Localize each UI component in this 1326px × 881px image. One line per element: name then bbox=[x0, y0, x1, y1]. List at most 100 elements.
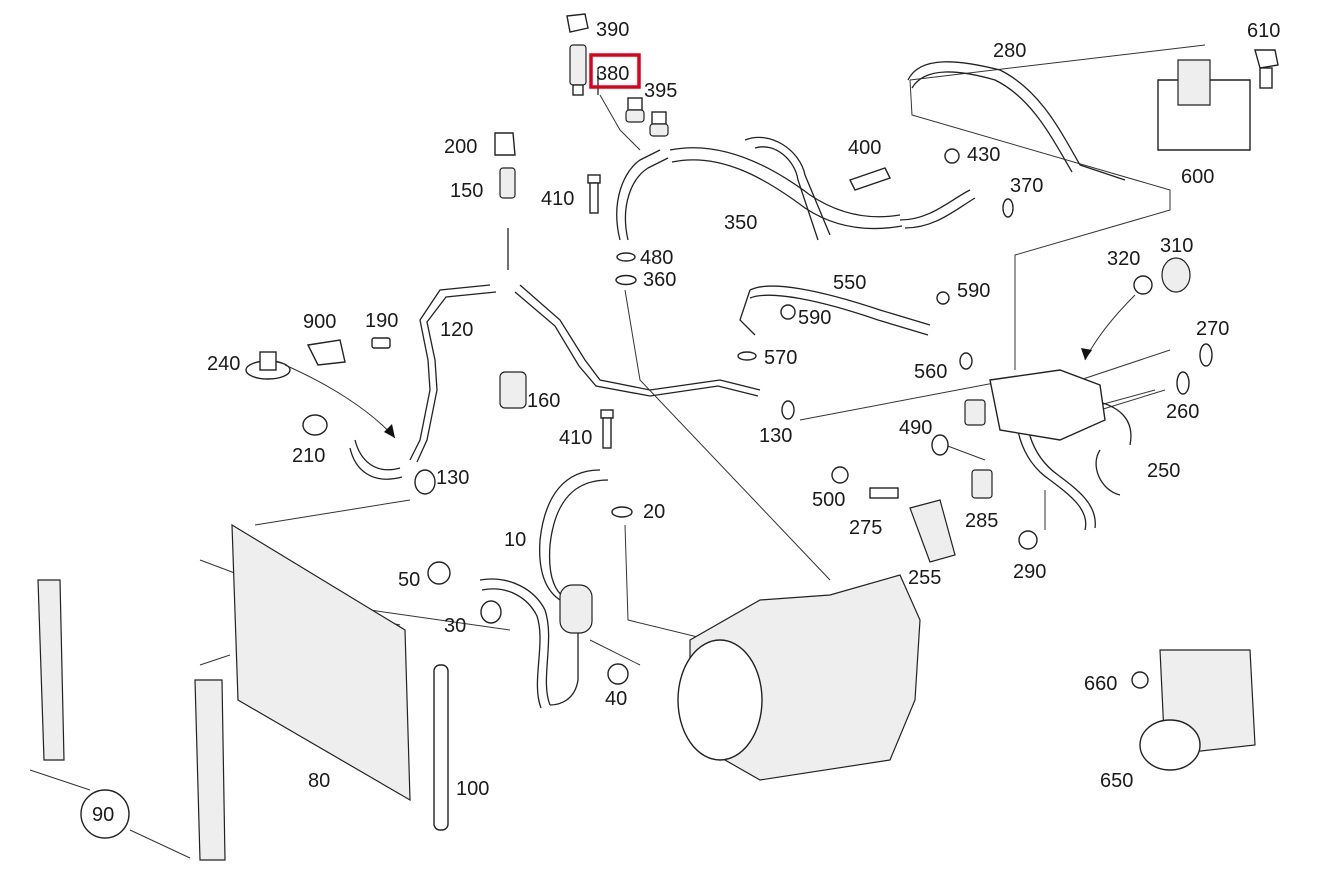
part-270-oring bbox=[1199, 343, 1213, 367]
label-590-right[interactable]: 590 bbox=[957, 280, 990, 302]
label-150[interactable]: 150 bbox=[450, 180, 483, 202]
part-190-sensor bbox=[371, 337, 391, 349]
part-560-oring bbox=[959, 352, 973, 370]
label-480[interactable]: 480 bbox=[640, 247, 673, 269]
label-410-top[interactable]: 410 bbox=[541, 188, 574, 210]
label-390[interactable]: 390 bbox=[596, 19, 629, 41]
part-410-bolt-b-shank bbox=[602, 417, 612, 449]
label-290[interactable]: 290 bbox=[1013, 561, 1046, 583]
part-390-cap bbox=[566, 13, 589, 33]
label-250[interactable]: 250 bbox=[1147, 460, 1180, 482]
label-10[interactable]: 10 bbox=[504, 529, 526, 551]
part-labels: 390 380 395 200 150 410 480 360 350 400 … bbox=[92, 19, 1280, 826]
label-255[interactable]: 255 bbox=[908, 567, 941, 589]
label-90[interactable]: 90 bbox=[92, 804, 114, 826]
part-395-sensor bbox=[627, 97, 643, 111]
label-270[interactable]: 270 bbox=[1196, 318, 1229, 340]
part-160-clip bbox=[499, 371, 527, 409]
label-570[interactable]: 570 bbox=[764, 347, 797, 369]
label-20[interactable]: 20 bbox=[643, 501, 665, 523]
label-400[interactable]: 400 bbox=[848, 137, 881, 159]
part-100-cartridge bbox=[433, 664, 449, 831]
label-120[interactable]: 120 bbox=[440, 319, 473, 341]
part-500-nut bbox=[831, 466, 849, 484]
part-240-plug-stem bbox=[259, 351, 277, 371]
label-410-bottom[interactable]: 410 bbox=[559, 427, 592, 449]
part-290-nut bbox=[1018, 530, 1038, 550]
label-160[interactable]: 160 bbox=[527, 390, 560, 412]
part-200-cap bbox=[494, 132, 516, 156]
label-50[interactable]: 50 bbox=[398, 569, 420, 591]
part-560-valve bbox=[964, 399, 986, 426]
part-395-sensor-b bbox=[651, 111, 667, 125]
part-30-oring bbox=[480, 600, 502, 624]
label-275[interactable]: 275 bbox=[849, 517, 882, 539]
label-350[interactable]: 350 bbox=[724, 212, 757, 234]
label-650[interactable]: 650 bbox=[1100, 770, 1133, 792]
part-590-nut-a bbox=[936, 291, 950, 305]
label-380[interactable]: 380 bbox=[596, 63, 629, 85]
arrows bbox=[284, 294, 1136, 439]
part-610-bolt bbox=[1254, 49, 1279, 69]
part-20-oring bbox=[611, 506, 633, 518]
label-210[interactable]: 210 bbox=[292, 445, 325, 467]
highlight-box-380 bbox=[589, 53, 641, 89]
label-80[interactable]: 80 bbox=[308, 770, 330, 792]
label-90-circle bbox=[80, 789, 130, 839]
part-360-oring bbox=[615, 274, 637, 286]
label-100[interactable]: 100 bbox=[456, 778, 489, 800]
part-80-condenser bbox=[231, 523, 411, 802]
part-90-bracket-a bbox=[37, 579, 65, 761]
label-360[interactable]: 360 bbox=[643, 269, 676, 291]
part-410-bolt-b-head bbox=[600, 409, 614, 419]
part-590-nut-b bbox=[780, 304, 796, 320]
label-660[interactable]: 660 bbox=[1084, 673, 1117, 695]
part-660-nut bbox=[1131, 671, 1149, 689]
part-130-oring-b bbox=[414, 469, 436, 495]
parts bbox=[37, 13, 1279, 861]
part-490-oring bbox=[931, 434, 949, 456]
label-200[interactable]: 200 bbox=[444, 136, 477, 158]
label-260[interactable]: 260 bbox=[1166, 401, 1199, 423]
part-275-stud bbox=[869, 487, 899, 499]
label-30[interactable]: 30 bbox=[444, 615, 466, 637]
part-320-disc bbox=[1133, 275, 1153, 295]
label-280[interactable]: 280 bbox=[993, 40, 1026, 62]
hoses bbox=[349, 61, 1132, 709]
label-550[interactable]: 550 bbox=[833, 272, 866, 294]
label-430[interactable]: 430 bbox=[967, 144, 1000, 166]
label-370[interactable]: 370 bbox=[1010, 175, 1043, 197]
label-490[interactable]: 490 bbox=[899, 417, 932, 439]
part-285-clip bbox=[971, 469, 993, 499]
part-650-valve-port bbox=[1139, 719, 1201, 771]
part-480-oring bbox=[616, 252, 636, 262]
label-900[interactable]: 900 bbox=[303, 311, 336, 333]
label-285[interactable]: 285 bbox=[965, 510, 998, 532]
label-590-left[interactable]: 590 bbox=[798, 307, 831, 329]
part-260-oring bbox=[1176, 371, 1190, 395]
label-500[interactable]: 500 bbox=[812, 489, 845, 511]
part-410-bolt-shank bbox=[589, 182, 599, 214]
label-310[interactable]: 310 bbox=[1160, 235, 1193, 257]
part-310-cap bbox=[1161, 257, 1191, 293]
part-210-bushing bbox=[302, 414, 328, 436]
part-400-bolt bbox=[849, 167, 891, 191]
label-395[interactable]: 395 bbox=[644, 80, 677, 102]
part-410-bolt-head bbox=[587, 174, 601, 184]
part-250-block bbox=[989, 369, 1106, 441]
label-130-right[interactable]: 130 bbox=[759, 425, 792, 447]
arrow-head-left bbox=[384, 424, 395, 438]
label-560[interactable]: 560 bbox=[914, 361, 947, 383]
label-600[interactable]: 600 bbox=[1181, 166, 1214, 188]
part-900-bracket bbox=[306, 339, 346, 366]
part-150-valve bbox=[499, 167, 516, 199]
label-130-left[interactable]: 130 bbox=[436, 467, 469, 489]
part-380-valve bbox=[569, 44, 587, 86]
label-40[interactable]: 40 bbox=[605, 688, 627, 710]
label-190[interactable]: 190 bbox=[365, 310, 398, 332]
part-430-clip bbox=[944, 148, 960, 164]
label-240[interactable]: 240 bbox=[207, 353, 240, 375]
label-610[interactable]: 610 bbox=[1247, 20, 1280, 42]
label-320[interactable]: 320 bbox=[1107, 248, 1140, 270]
